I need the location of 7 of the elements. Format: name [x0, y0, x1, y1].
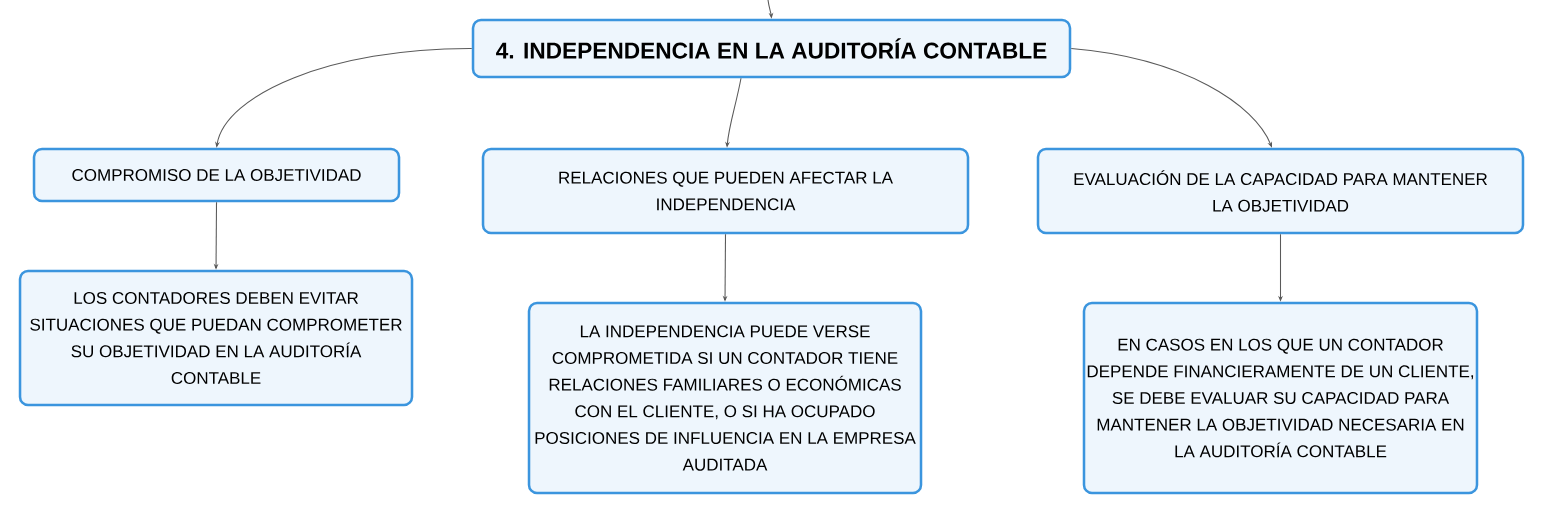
subtopic-box: COMPROMISO DE LA OBJETIVIDAD — [32, 147, 401, 203]
topic-box: 4. INDEPENDENCIA EN LA AUDITORÍA CONTABLE — [471, 18, 1072, 79]
detail-box: LA INDEPENDENCIA PUEDE VERSE COMPROMETIDA SI UN CONTADOR TIENE RELACIONES FAMILIARES O ECONÓMICAS CON EL CLIENTE, O SI HA OCUPADO POSICIONES DE INFLUENCIA EN LA EMPRESA AUDITADA — [527, 301, 923, 495]
subtopic-box: RELACIONES QUE PUEDEN AFECTAR LA INDEPENDENCIA — [481, 147, 970, 235]
detail-box: EN CASOS EN LOS QUE UN CONTADOR DEPENDE FINANCIERAMENTE DE UN CLIENTE, SE DEBE EVALUAR SU CAPACIDAD PARA MANTENER LA OBJETIVIDAD NECESARIA EN LA AUDITORÍA CONTABLE — [1082, 301, 1479, 495]
detail-box: LOS CONTADORES DEBEN EVITAR SITUACIONES QUE PUEDAN COMPROMETER SU OBJETIVIDAD EN LA AUDITORÍA CONTABLE — [18, 269, 414, 407]
subtopic-box: EVALUACIÓN DE LA CAPACIDAD PARA MANTENER LA OBJETIVIDAD — [1036, 147, 1525, 235]
